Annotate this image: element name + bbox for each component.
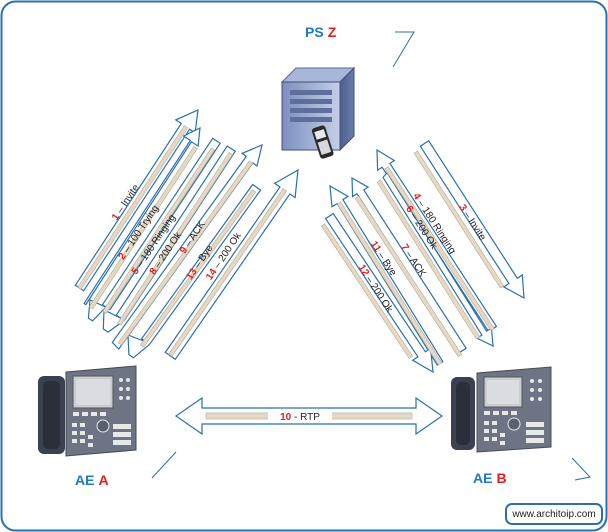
left-arrow-band — [168, 188, 288, 357]
phone-a-icon — [38, 365, 137, 457]
phone-b-label-prefix: AE — [473, 470, 492, 486]
phone-a-label-letter: A — [98, 472, 108, 488]
message-number: 9 — [178, 245, 190, 256]
right-arrow-band — [413, 150, 505, 289]
phone-a-label-prefix: AE — [75, 472, 94, 488]
rtp-double-arrow: 10 - RTP — [174, 396, 444, 436]
left-arrow-band — [77, 125, 189, 290]
message-number: 3 — [456, 203, 468, 214]
website-url-badge: www.architoip.com — [505, 503, 603, 525]
phone-b-icon — [451, 366, 552, 453]
left-arrow-band — [117, 152, 233, 326]
message-number: 8 — [148, 266, 160, 277]
decorative-line — [392, 31, 415, 68]
left-arrow-band — [117, 160, 254, 346]
message-number: 1 — [110, 211, 122, 222]
left-arrow — [83, 126, 201, 306]
rtp-label: 10 - RTP — [280, 412, 320, 423]
right-arrow-group — [320, 139, 525, 374]
right-arrow-band — [376, 179, 481, 340]
message-number: 7 — [398, 242, 410, 253]
right-arrow — [382, 171, 494, 348]
phone-b-label-letter: B — [496, 470, 506, 486]
right-arrow — [324, 212, 434, 374]
rtp-number: 10 — [280, 412, 292, 423]
server-label-letter: Z — [328, 24, 337, 40]
left-arrow-group — [74, 109, 299, 361]
right-arrow-band — [336, 201, 443, 366]
decorative-line — [151, 451, 177, 479]
message-number: 4 — [410, 191, 422, 202]
message-number: 2 — [117, 251, 129, 262]
left-arrow-band — [88, 146, 198, 310]
server-icon — [280, 66, 356, 159]
left-arrow-band — [139, 189, 257, 348]
right-arrow-band — [384, 166, 495, 332]
server-label-prefix: PS — [305, 24, 324, 40]
left-arrow-band — [102, 147, 216, 314]
decorative-line — [571, 457, 591, 481]
message-number: 6 — [403, 204, 415, 215]
right-arrow — [419, 139, 525, 300]
message-number: 5 — [130, 266, 142, 277]
right-arrow-band — [354, 195, 463, 358]
rtp-text: - RTP — [291, 412, 320, 423]
right-arrow-band — [320, 223, 414, 359]
